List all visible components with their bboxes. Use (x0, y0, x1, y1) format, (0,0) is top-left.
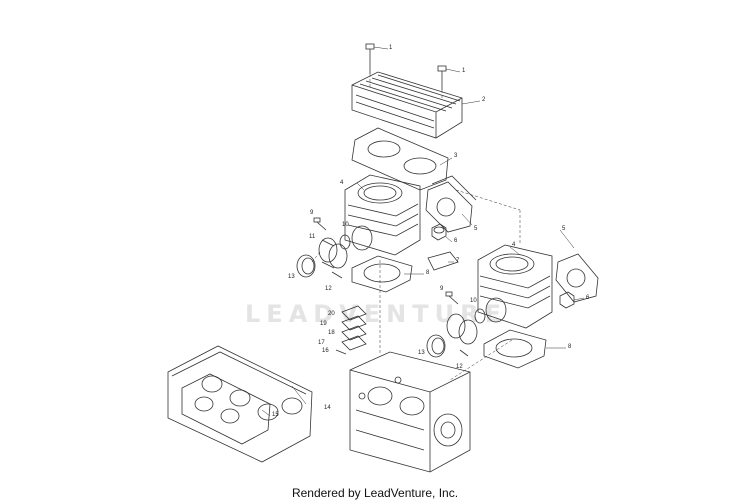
callout-9-upper: 9 (310, 210, 314, 216)
callout-6-upper: 6 (454, 238, 458, 244)
head-bolt-right (437, 65, 447, 90)
head-bolt-upper (365, 43, 375, 74)
cylinder-right (477, 244, 553, 329)
callout-10-upper: 10 (342, 222, 349, 228)
head-gasket (351, 127, 449, 191)
callout-20: 20 (328, 311, 335, 317)
screw-left (331, 271, 343, 279)
callout-4-upper: 4 (340, 180, 344, 186)
callout-1-right: 1 (462, 68, 466, 74)
callout-8-upper: 8 (426, 270, 430, 276)
callout-10-right: 10 (470, 298, 477, 304)
callout-19: 19 (320, 321, 327, 327)
boot-clamp-left (296, 254, 316, 278)
callout-14: 14 (324, 405, 331, 411)
callout-11: 11 (309, 234, 316, 240)
footer-credit: Rendered by LeadVenture, Inc. (291, 486, 459, 500)
base-gasket-left (351, 255, 413, 293)
screw-right (459, 349, 469, 357)
o-ring-right (474, 308, 486, 324)
callout-12-right: 12 (456, 364, 463, 370)
stud-bolt-right (445, 291, 459, 305)
exhaust-nut-right (559, 291, 575, 309)
intake-boot-right (446, 313, 478, 345)
callout-13-right: 13 (418, 350, 425, 356)
exhaust-nut-left (431, 223, 447, 241)
cylinder-left (344, 174, 421, 256)
callout-4-right: 4 (512, 242, 516, 248)
callout-5-right: 5 (562, 226, 566, 232)
intake-boot-left (318, 237, 348, 269)
callout-2: 2 (482, 97, 486, 103)
callout-3: 3 (454, 153, 458, 159)
callout-8-right: 8 (568, 344, 572, 350)
exhaust-manifold-gasket (181, 373, 271, 445)
callout-12-upper: 12 (325, 286, 332, 292)
callout-18: 18 (328, 330, 335, 336)
callout-1-upper: 1 (389, 45, 393, 51)
heat-shield (167, 345, 313, 463)
callout-6-right: 6 (586, 295, 590, 301)
callout-9-right: 9 (440, 286, 444, 292)
water-outlet (427, 251, 459, 271)
base-gasket-right (483, 329, 547, 369)
exhaust-gasket-right (555, 253, 599, 303)
callout-5-upper: 5 (474, 226, 478, 232)
callout-13-upper: 13 (288, 274, 295, 280)
boot-clamp-right (426, 334, 446, 358)
exhaust-gasket-left (425, 175, 477, 233)
stud-bolt-left (313, 217, 327, 231)
reed-valve-stack (335, 305, 367, 355)
crankcase (349, 351, 471, 473)
callout-16: 16 (322, 348, 329, 354)
cylinder-head (351, 71, 463, 139)
callout-17: 17 (318, 340, 325, 346)
callout-15: 15 (272, 412, 279, 418)
callout-7: 7 (456, 258, 460, 264)
